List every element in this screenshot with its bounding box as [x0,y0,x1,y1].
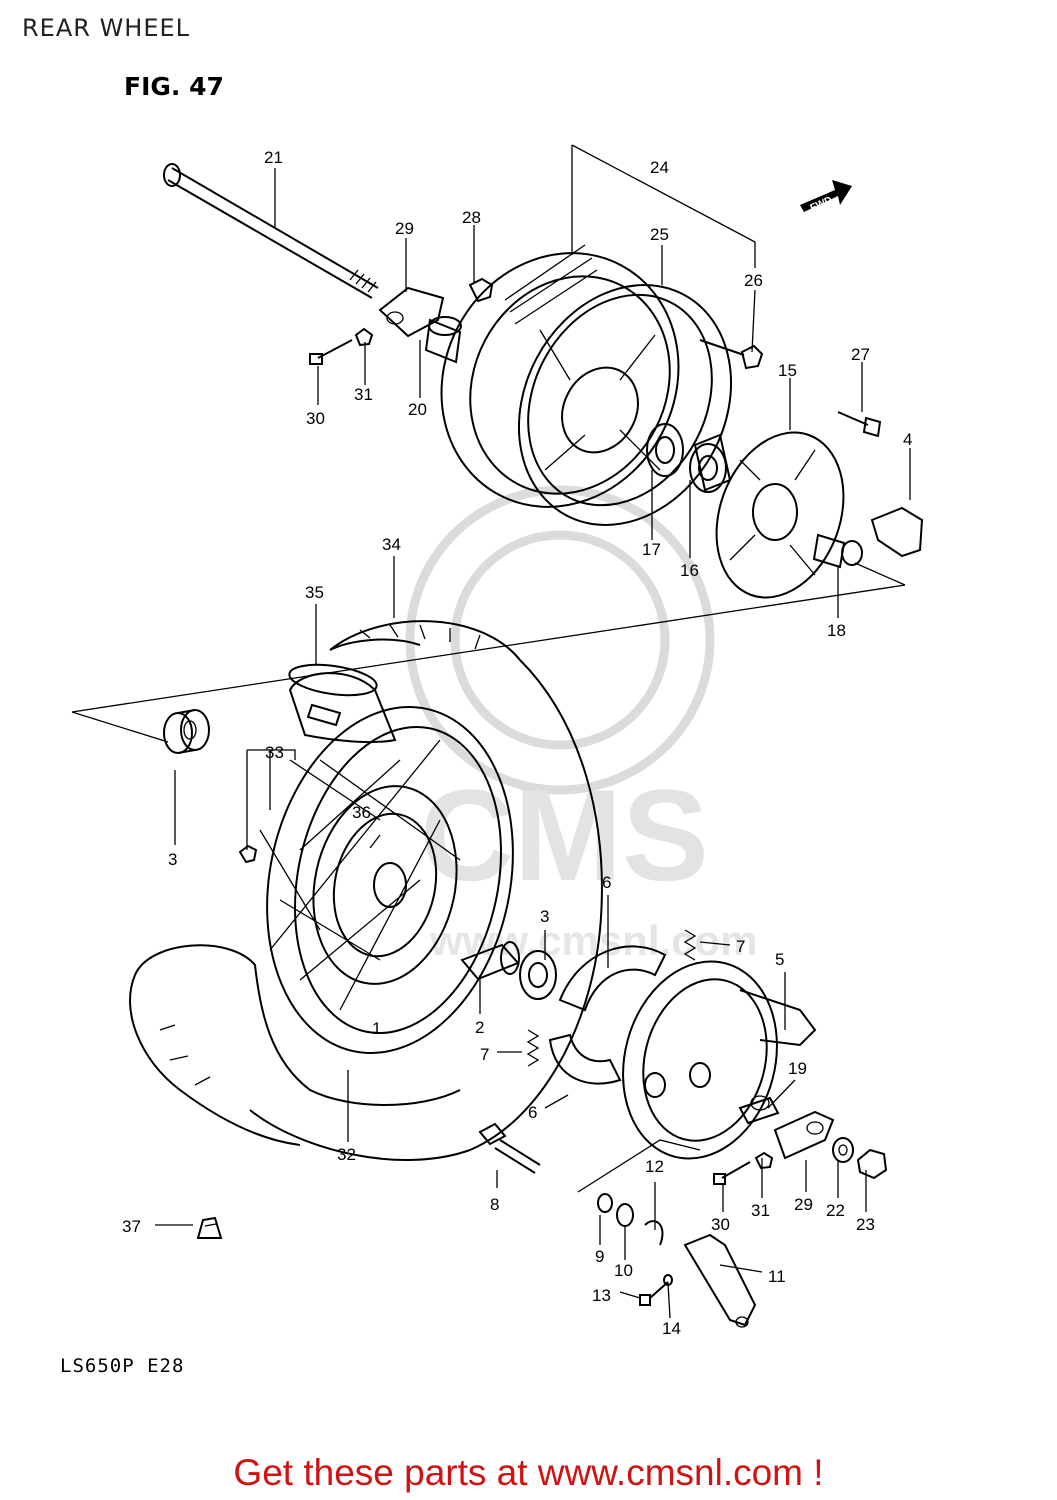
callout-2: 2 [475,1018,484,1037]
inner-tube-part [288,663,397,744]
brake-cam-lever [478,1122,757,1328]
callout-31: 31 [354,385,373,404]
callout-36: 36 [352,803,371,822]
hub-spacer-bearing-lower [460,941,557,1000]
callout-12: 12 [645,1157,664,1176]
model-code: LS650P E28 [60,1355,185,1377]
leader-lines [71,144,911,1319]
callout-3: 3 [168,850,177,869]
callout-34: 34 [382,535,401,554]
callout-26: 26 [744,271,763,290]
callout-21: 21 [264,148,283,167]
callout-30: 30 [711,1215,730,1234]
brake-shoes-part [526,929,697,1085]
callout-25: 25 [650,225,669,244]
callout-33: 33 [265,743,284,762]
callout-19: 19 [788,1059,807,1078]
callout-14: 14 [662,1319,681,1338]
callout-4: 4 [903,430,912,449]
callout-3: 3 [540,907,549,926]
callout-8: 8 [490,1195,499,1214]
callout-18: 18 [827,621,846,640]
callout-27: 27 [851,345,870,364]
callout-20: 20 [408,400,427,419]
footer-link[interactable]: Get these parts at www.cmsnl.com ! [233,1452,824,1493]
callout-29: 29 [395,219,414,238]
callout-9: 9 [595,1247,604,1266]
callout-16: 16 [680,561,699,580]
callout-10: 10 [614,1261,633,1280]
callout-7: 7 [480,1045,489,1064]
rear-sprocket-assembly [440,244,764,526]
callout-35: 35 [305,583,324,602]
callout-15: 15 [778,361,797,380]
callout-31: 31 [751,1201,770,1220]
wheel-rim-hub [163,706,514,1054]
watermark: CMS www.cmsnl.com [405,485,758,964]
watermark-text: CMS [420,762,709,908]
callout-22: 22 [826,1201,845,1220]
callout-30: 30 [306,409,325,428]
callout-7: 7 [736,937,745,956]
figure-label: FIG. 47 [124,72,224,101]
callout-1: 1 [372,1019,381,1038]
callout-28: 28 [462,208,481,227]
callout-13: 13 [592,1286,611,1305]
drive-hub-assembly [715,411,924,599]
callout-17: 17 [642,540,661,559]
page-title: REAR WHEEL [22,14,191,42]
fwd-label: FWD [809,195,834,214]
axle-adjuster-lower [713,1110,888,1185]
valve-cap-part [196,1216,223,1239]
callout-29: 29 [794,1195,813,1214]
callout-numbers: 1 2 3 3 4 5 6 6 7 7 8 9 10 11 12 13 14 1… [122,148,912,1338]
tire-part [129,620,603,1161]
callout-5: 5 [775,950,784,969]
callout-6: 6 [528,1103,537,1122]
callout-37: 37 [122,1217,141,1236]
callout-6: 6 [602,873,611,892]
axle-adjuster-upper [309,277,494,365]
callout-23: 23 [856,1215,875,1234]
fwd-arrow-icon: FWD [800,180,852,214]
callout-11: 11 [768,1267,786,1286]
axle-part [163,163,379,299]
hub-bearings-upper [646,423,732,493]
brake-panel-part [622,960,817,1160]
callout-24: 24 [650,158,669,177]
callout-32: 32 [337,1145,356,1164]
